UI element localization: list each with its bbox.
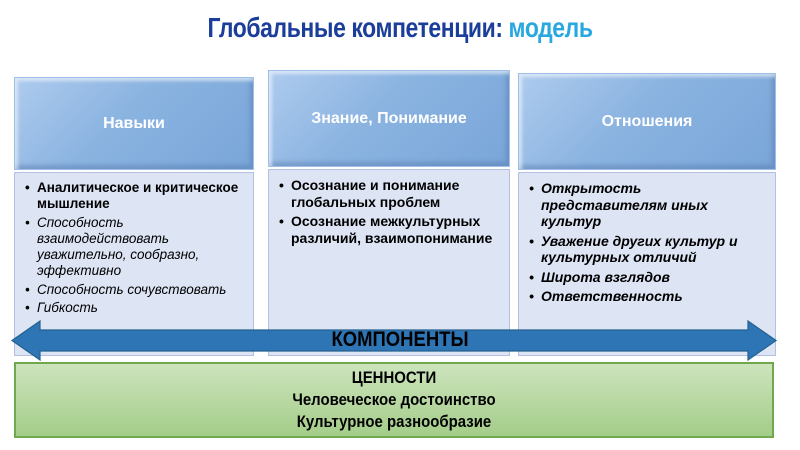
column-skills: Навыки Аналитическое и критическое мышле…: [14, 77, 254, 356]
list-item: Открытость представителям иных культур: [527, 180, 769, 230]
components-arrow-label: КОМПОНЕНТЫ: [331, 328, 469, 351]
column-header-label: Отношения: [601, 112, 693, 130]
values-line: Человеческое достоинство: [292, 390, 496, 409]
page-title-main: Глобальные компетенции:: [207, 12, 503, 43]
column-body-knowledge: Осознание и понимание глобальных проблем…: [268, 169, 510, 356]
column-attitudes: Отношения Открытость представителям иных…: [518, 73, 776, 356]
column-body-skills: Аналитическое и критическое мышление Спо…: [14, 172, 254, 356]
list-item: Уважение других культур и культурных отл…: [527, 233, 769, 266]
values-line: Культурное разнообразие: [296, 412, 492, 431]
column-header-label: Навыки: [103, 114, 165, 132]
list-item: Широта взглядов: [527, 269, 769, 286]
list-item: Осознание межкультурных различий, взаимо…: [277, 213, 503, 246]
components-arrow: [10, 319, 778, 362]
list-item: Способность сочувствовать: [23, 282, 247, 298]
column-body-attitudes: Открытость представителям иных культур У…: [518, 172, 776, 356]
column-header-label: Знание, Понимание: [311, 109, 467, 127]
values-line: ЦЕННОСТИ: [351, 368, 437, 387]
list-item: Гибкость: [23, 300, 247, 316]
list-item: Способность взаимодействовать уважительн…: [23, 215, 247, 279]
list-item: Аналитическое и критическое мышление: [23, 180, 247, 212]
column-header-attitudes: Отношения: [518, 73, 776, 170]
list-item: Ответственность: [527, 288, 769, 305]
column-knowledge: Знание, Понимание Осознание и понимание …: [268, 70, 510, 356]
page-title-accent: модель: [502, 12, 593, 43]
values-box: ЦЕННОСТИ Человеческое достоинство Культу…: [14, 362, 774, 438]
double-arrow-icon: [10, 319, 778, 362]
page-title: Глобальные компетенции: модель: [72, 12, 728, 44]
values-box-text: ЦЕННОСТИ Человеческое достоинство Культу…: [61, 367, 726, 433]
list-item: Осознание и понимание глобальных проблем: [277, 177, 503, 210]
column-header-skills: Навыки: [14, 77, 254, 170]
column-header-knowledge: Знание, Понимание: [268, 70, 510, 167]
